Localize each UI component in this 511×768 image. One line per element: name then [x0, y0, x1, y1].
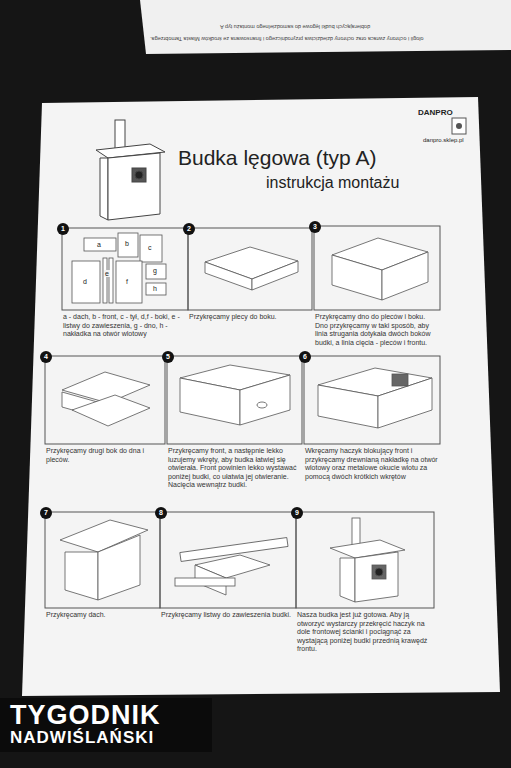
sheet-label: DANPRO: [418, 108, 453, 117]
sheet-label: dobierających budki lęgowe do samodzieln…: [220, 24, 370, 30]
step-panel: 5Przykręcamy front, a następnie lekko lu…: [167, 356, 302, 490]
step-panel: 6Wkręcamy haczyk blokujący front i przyk…: [304, 356, 440, 481]
step-panel: 3Przykręcamy dno do pleców i boku. Dno p…: [314, 226, 440, 347]
step-caption: Przykręcamy plecy do boku.: [189, 313, 311, 322]
sheet-title: Budka lęgowa (typ A): [178, 146, 376, 170]
part-letter: b: [125, 240, 129, 247]
sheet-label: instrukcja montażu: [266, 174, 399, 192]
step-number: 8: [155, 507, 167, 519]
part-letter: c: [148, 244, 152, 251]
step-caption: Przykręcamy dach.: [46, 611, 159, 620]
danpro-logo: [452, 118, 466, 134]
step-caption: a - dach, b - front, c - tył, d,f - boki…: [63, 313, 187, 339]
step-panel: 9Nasza budka jest już gotowa. Aby ją otw…: [296, 512, 434, 654]
step-number: 9: [291, 507, 303, 519]
sheet-label: ologii i ochrony zwraca oraz ochrony dzi…: [150, 36, 424, 42]
step-number: 7: [40, 507, 52, 519]
step-panel: 8Przykręcamy listwy do zawieszenia budki…: [160, 512, 296, 620]
part-letter: g: [153, 267, 157, 274]
step-number: 1: [57, 223, 69, 235]
step-panel: 1a - dach, b - front, c - tył, d,f - bok…: [62, 228, 188, 339]
step-caption: Przykręcamy dno do pleców i boku. Dno pr…: [315, 313, 439, 347]
step-caption: Przykręcamy front, a następnie lekko luz…: [168, 447, 301, 490]
part-letter: f: [126, 278, 128, 285]
sheet-label: danpro.sklep.pl: [423, 137, 464, 143]
step-caption: Przykręcamy drugi bok do dna i pleców.: [46, 447, 164, 464]
paper-sheet: [22, 97, 500, 696]
watermark: TYGODNIK: [10, 700, 161, 731]
step-caption: Wkręcamy haczyk blokujący front i przykr…: [305, 447, 439, 481]
step-number: 2: [183, 223, 195, 235]
step-number: 4: [40, 351, 52, 363]
birdhouse-icon: [96, 120, 165, 220]
step-number: 6: [299, 351, 311, 363]
step-drawings: [60, 238, 432, 602]
part-letter: d: [83, 278, 87, 285]
step-panel: 2Przykręcamy plecy do boku.: [188, 228, 312, 322]
watermark: NADWIŚLAŃSKI: [10, 728, 154, 748]
part-letter: e: [104, 270, 110, 277]
part-letter: a: [97, 241, 101, 248]
parts-drawing: [72, 233, 166, 303]
step-panel: 4Przykręcamy drugi bok do dna i pleców.: [45, 356, 165, 464]
top-sheet: [140, 0, 511, 54]
step-number: 3: [309, 221, 321, 233]
step-number: 5: [162, 351, 174, 363]
part-letter: h: [153, 285, 157, 292]
step-frames: [45, 226, 440, 608]
step-caption: Nasza budka jest już gotowa. Aby ją otwo…: [297, 611, 433, 654]
step-caption: Przykręcamy listwy do zawieszenia budki.: [161, 611, 295, 620]
watermark-band: [0, 698, 212, 752]
step-panel: 7Przykręcamy dach.: [45, 512, 160, 620]
